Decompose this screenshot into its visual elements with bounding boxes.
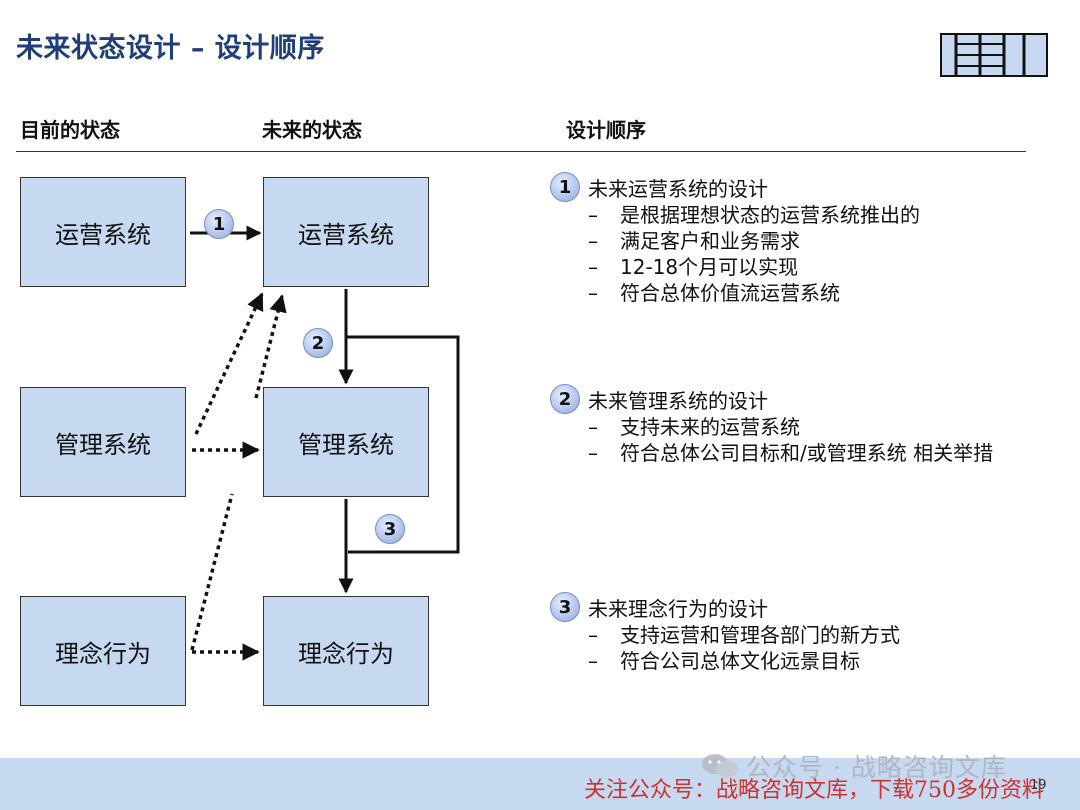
diagram-badge-2: 2 [303, 328, 333, 358]
list-item: –是根据理想状态的运营系统推出的 [588, 203, 920, 227]
column-header-sequence: 设计顺序 [566, 118, 646, 142]
list-item: –符合总体公司目标和/或管理系统 相关举措 [588, 441, 994, 465]
step-bullets: –支持运营和管理各部门的新方式 –符合公司总体文化远景目标 [550, 622, 1020, 674]
future-operations-box: 运营系统 [263, 177, 429, 287]
dotted-arrow-mgmt-to-ops [194, 292, 264, 435]
step-number-badge: 1 [550, 172, 580, 202]
diagram-badge-1: 1 [204, 209, 234, 239]
list-item: –符合公司总体文化远景目标 [588, 649, 860, 673]
current-mindset-box: 理念行为 [20, 596, 186, 706]
step-number-badge: 2 [550, 384, 580, 414]
watermark-text: 公众号 · 战略咨询文库 [746, 753, 1007, 782]
dash-icon: – [588, 415, 598, 439]
column-header-current: 目前的状态 [20, 118, 120, 142]
future-mindset-box: 理念行为 [263, 596, 429, 706]
dash-icon: – [588, 281, 598, 305]
step-1: 1 未来运营系统的设计 –是根据理想状态的运营系统推出的 –满足客户和业务需求 … [550, 172, 1020, 306]
grid-logo-icon [940, 33, 1048, 77]
arrow-ops-loop-to-mindset [346, 335, 460, 554]
page-title: 未来状态设计 – 设计顺序 [16, 33, 325, 64]
step-title: 未来运营系统的设计 [588, 176, 768, 201]
dash-icon: – [588, 255, 598, 279]
watermark: 公众号 · 战略咨询文库 [700, 748, 1007, 784]
current-management-box: 管理系统 [20, 387, 186, 497]
current-operations-box: 运营系统 [20, 177, 186, 287]
list-item: –符合总体价值流运营系统 [588, 281, 840, 305]
column-header-future: 未来的状态 [262, 118, 362, 142]
step-title: 未来理念行为的设计 [588, 596, 768, 621]
dash-icon: – [588, 649, 598, 673]
list-item: –支持运营和管理各部门的新方式 [588, 623, 900, 647]
footer-promo-text: 关注公众号：战略咨询文库，下载750多份资料 [584, 778, 1044, 803]
step-3: 3 未来理念行为的设计 –支持运营和管理各部门的新方式 –符合公司总体文化远景目… [550, 592, 1020, 674]
wechat-icon [702, 754, 738, 778]
dash-icon: – [588, 441, 598, 465]
step-number-badge: 3 [550, 592, 580, 622]
dotted-arrow-future-mgmt-to-ops [254, 294, 287, 399]
list-item: –满足客户和业务需求 [588, 229, 800, 253]
list-item: –支持未来的运营系统 [588, 415, 800, 439]
footer-bar: 关注公众号：战略咨询文库，下载750多份资料 [0, 758, 1080, 810]
dotted-line-mindset-to-mgmt [190, 493, 234, 651]
step-2: 2 未来管理系统的设计 –支持未来的运营系统 –符合总体公司目标和/或管理系统 … [550, 384, 1020, 466]
header-divider [16, 151, 1026, 152]
dash-icon: – [588, 229, 598, 253]
step-bullets: –支持未来的运营系统 –符合总体公司目标和/或管理系统 相关举措 [550, 414, 1006, 466]
page-number: 19 [1030, 778, 1047, 793]
diagram-badge-3: 3 [375, 514, 405, 544]
future-management-box: 管理系统 [263, 387, 429, 497]
dash-icon: – [588, 203, 598, 227]
step-bullets: –是根据理想状态的运营系统推出的 –满足客户和业务需求 –12-18个月可以实现… [550, 202, 1020, 306]
step-title: 未来管理系统的设计 [588, 388, 768, 413]
list-item: –12-18个月可以实现 [588, 255, 799, 279]
dash-icon: – [588, 623, 598, 647]
